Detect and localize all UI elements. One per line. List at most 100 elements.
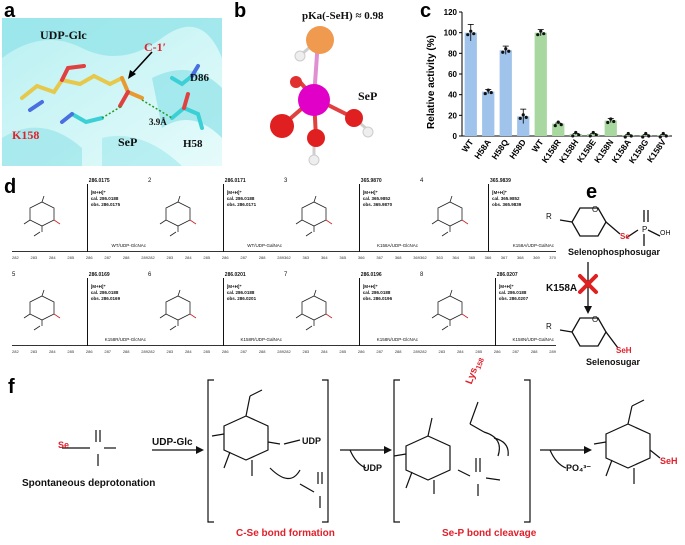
y-tick-label: 20: [448, 111, 457, 120]
data-point: [504, 47, 508, 51]
ms-index: 6: [148, 272, 152, 278]
e-r-bottom: R: [546, 322, 552, 331]
data-point: [483, 91, 487, 96]
panel-b-letter: b: [234, 0, 247, 22]
chart-ylabel: Relative activity (%): [426, 35, 437, 129]
ms-peak: [222, 278, 224, 346]
data-point: [556, 120, 560, 124]
data-point: [536, 33, 540, 37]
label-k158: K158: [12, 128, 40, 142]
panel-a-letter: a: [4, 0, 16, 22]
data-point: [542, 32, 546, 36]
data-point: [612, 119, 616, 124]
e-oh-top: OH: [660, 230, 671, 237]
ms-peak-value: 286.0169: [88, 272, 110, 278]
panel-b-molecule: [250, 20, 380, 170]
ms-sample-name: K158A/UDP-GalNAc: [512, 243, 554, 248]
ms-structure-icon: [159, 289, 197, 331]
label-d86: D86: [190, 72, 209, 84]
panel-a-structure: [2, 18, 222, 166]
ms-index: 3: [284, 178, 288, 184]
x-tick-label: H58Q: [489, 137, 510, 161]
e-selenosugar-label: Selenosugar: [586, 357, 641, 367]
ms-structure-icon: [23, 195, 61, 237]
f-udp-on-ring: UDP: [302, 436, 322, 446]
y-tick-label: 80: [448, 49, 457, 58]
ms-peak-value: 286.0201: [224, 272, 246, 278]
data-point: [559, 123, 563, 127]
panel-f-letter: f: [8, 376, 15, 398]
bar: [569, 133, 582, 136]
data-point: [623, 135, 627, 139]
bar: [499, 50, 512, 136]
f-phosphate-label: PO₄³⁻: [566, 463, 592, 473]
ms-axis: [284, 251, 420, 252]
ms-peak-value: 365.9839: [490, 178, 511, 184]
data-point: [647, 134, 651, 138]
e-selenophosphosugar-label: Selenophosphosugar: [568, 247, 661, 257]
bar: [604, 120, 617, 136]
label-distance: 3.9Å: [149, 117, 167, 127]
data-point: [466, 33, 470, 37]
ms-sample-name: K158N/UDP-GlcNAc: [376, 337, 418, 342]
ms-peak-value: 286.0175: [88, 178, 110, 184]
e-seh-bottom: SeH: [616, 346, 632, 355]
ms-sample-name: K158A/UDP-GlcNAc: [376, 243, 418, 248]
label-sep-b: SeP: [358, 89, 378, 103]
ms-sample-name: K158R/UDP-GalNAc: [240, 337, 282, 342]
f-udp-glc-label: UDP-Glc: [152, 437, 193, 448]
data-point: [574, 130, 578, 135]
label-sep-a: SeP: [118, 135, 138, 149]
data-point: [626, 131, 630, 136]
bar: [639, 134, 652, 136]
bar: [587, 133, 600, 136]
ms-structure-icon: [295, 195, 333, 237]
f-sep-cleave-label: Se-P bond cleavage: [442, 528, 537, 539]
f-cse-label: C-Se bond formation: [236, 528, 335, 539]
panel-d-letter: d: [4, 176, 17, 198]
pka-label: pKa(-SeH) ≈ 0.98: [302, 10, 384, 22]
data-point: [518, 116, 522, 120]
data-point: [606, 120, 610, 125]
ms-sample-name: WT/UDP-GalNAc: [247, 243, 282, 248]
ms-peak: [86, 278, 88, 346]
f-se-left: Se: [58, 440, 70, 450]
e-k158a-label: K158A: [546, 283, 578, 294]
bar: [464, 32, 477, 136]
data-point: [571, 134, 575, 138]
ms-sample-name: WT/UDP-GlcNAc: [111, 243, 147, 248]
ms-axis: [148, 345, 284, 346]
data-point: [539, 29, 543, 33]
ms-index: 4: [420, 178, 424, 184]
panel-e-letter: e: [586, 181, 598, 203]
data-point: [658, 135, 662, 139]
ms-index: 5: [12, 272, 16, 278]
y-tick-label: 100: [444, 29, 458, 38]
label-h58: H58: [183, 138, 203, 150]
e-se-top: Se: [620, 232, 630, 241]
data-point: [524, 115, 528, 119]
x-tick-label: K158V: [645, 137, 668, 164]
ms-axis: [148, 251, 284, 252]
ms-structure-icon: [431, 195, 469, 237]
label-udp-glc: UDP-Glc: [40, 28, 87, 42]
e-r-top: R: [546, 212, 552, 221]
y-tick-label: 60: [448, 70, 457, 79]
ms-structure-icon: [295, 289, 333, 331]
